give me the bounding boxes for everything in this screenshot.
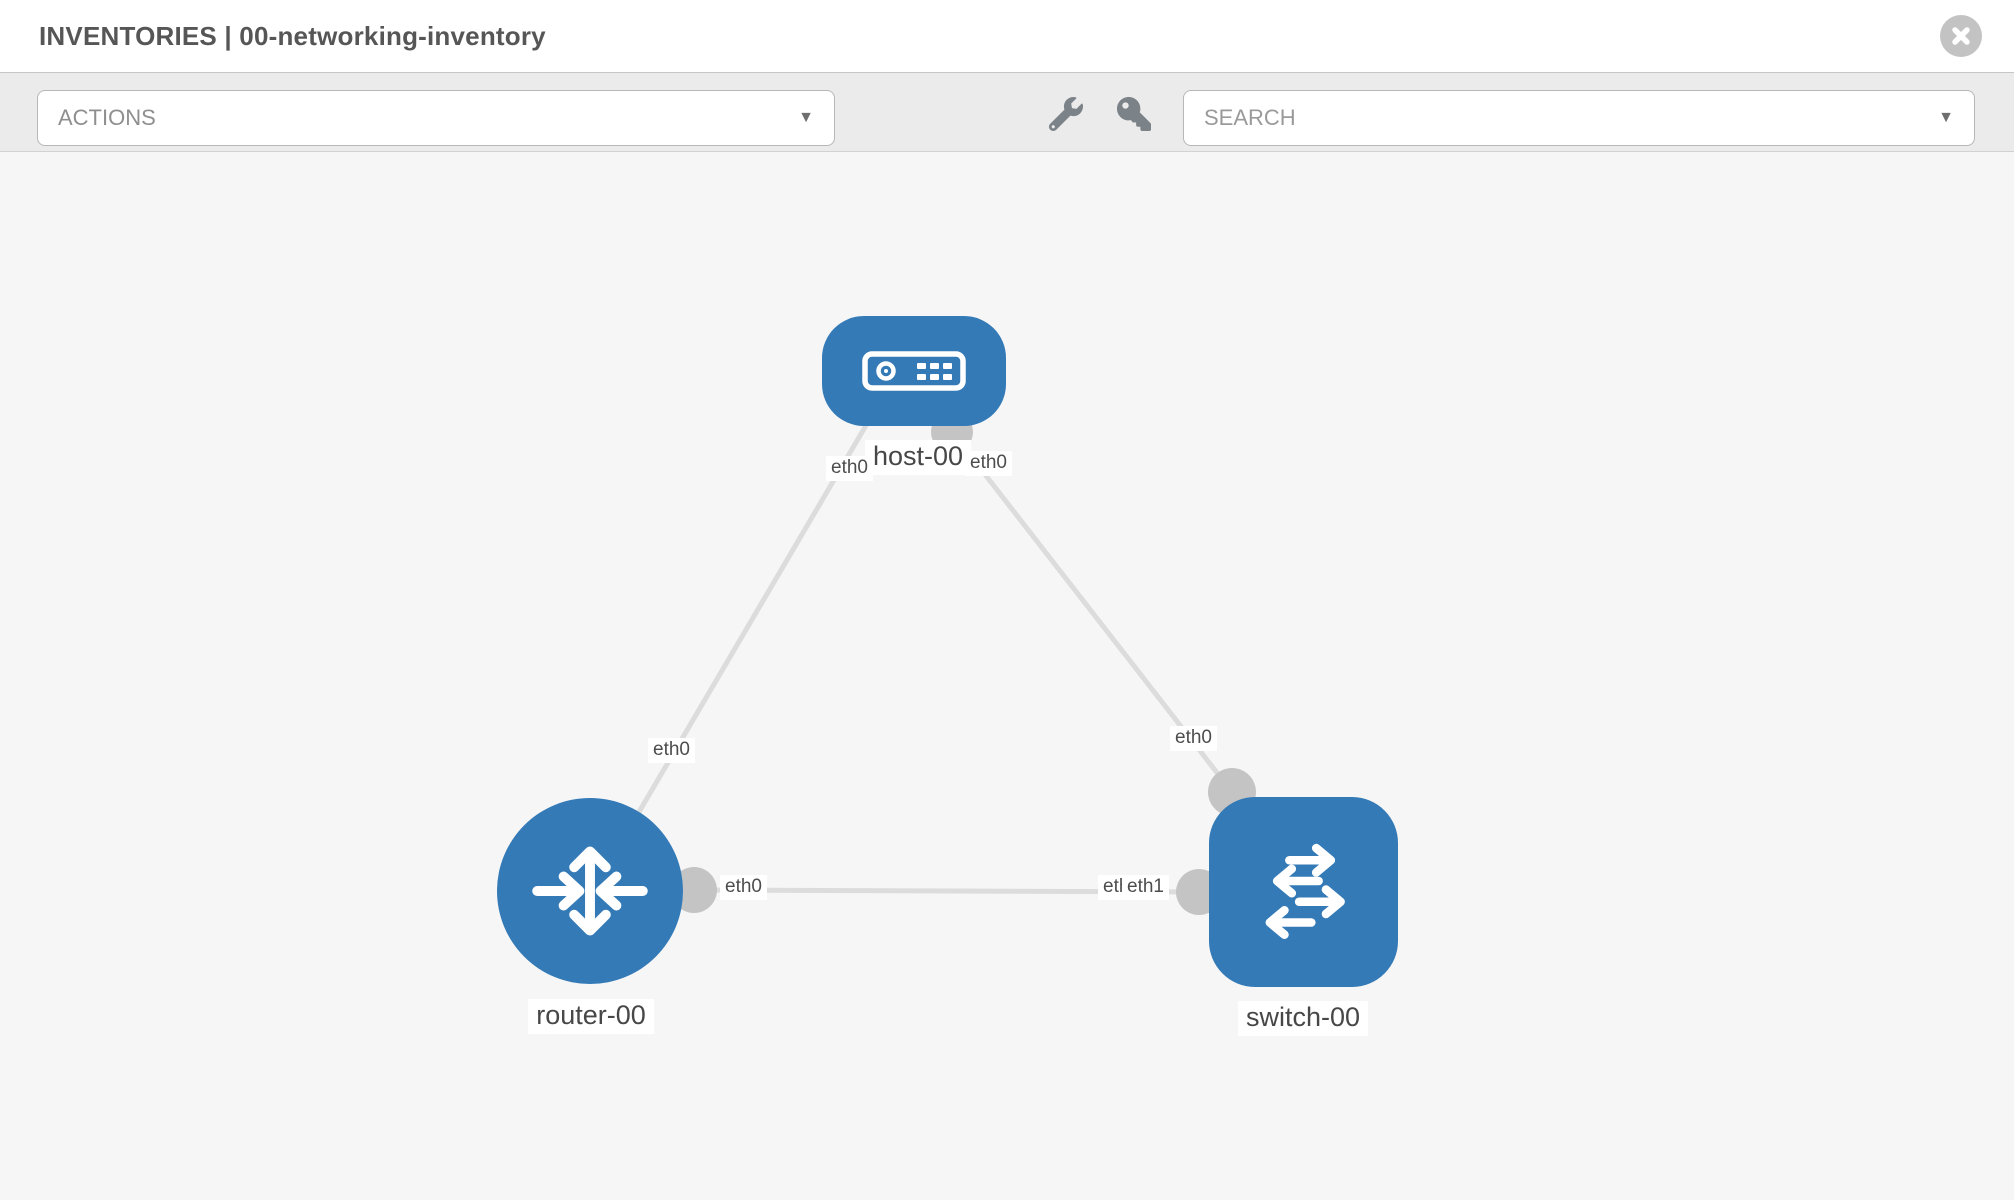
node-label-router: router-00 <box>528 999 654 1034</box>
close-icon <box>1952 27 1970 45</box>
actions-dropdown[interactable]: ACTIONS ▼ <box>37 90 835 146</box>
if-label-host-to-switch: eth0 <box>965 451 1012 476</box>
node-router-00[interactable] <box>497 798 683 984</box>
node-switch-00[interactable] <box>1209 797 1398 987</box>
close-button[interactable] <box>1940 15 1982 57</box>
router-icon <box>532 846 648 936</box>
if-label-switch-to-host: eth0 <box>1170 726 1217 751</box>
switch-icon <box>1265 843 1345 939</box>
if-label-switch-to-router: eth1 <box>1122 875 1169 900</box>
search-input[interactable] <box>1204 105 1927 131</box>
key-icon[interactable] <box>1117 97 1151 131</box>
node-label-switch: switch-00 <box>1237 1001 1369 1036</box>
chevron-down-icon: ▼ <box>1938 109 1954 126</box>
page-title: INVENTORIES | 00-networking-inventory <box>39 21 546 51</box>
wrench-icon[interactable] <box>1048 97 1083 132</box>
topology-links-layer <box>589 411 1256 915</box>
actions-dropdown-label: ACTIONS <box>58 105 156 130</box>
interface-connector[interactable] <box>671 867 717 913</box>
chevron-down-icon: ▼ <box>798 109 814 126</box>
if-label-host-to-router: eth0 <box>826 456 873 481</box>
if-label-router-to-host: eth0 <box>648 738 695 763</box>
if-label-router-to-switch: eth0 <box>720 875 767 900</box>
toolbar: ACTIONS ▼ ▼ <box>0 72 2014 152</box>
node-host-00[interactable] <box>822 316 1006 426</box>
topology-canvas[interactable]: host-00 router-00 switch-00 eth0 eth0 et… <box>0 152 2014 1200</box>
node-label-host: host-00 <box>864 440 972 475</box>
search-dropdown[interactable]: ▼ <box>1183 90 1975 146</box>
host-icon <box>862 351 966 391</box>
header-bar: INVENTORIES | 00-networking-inventory <box>0 0 2014 72</box>
